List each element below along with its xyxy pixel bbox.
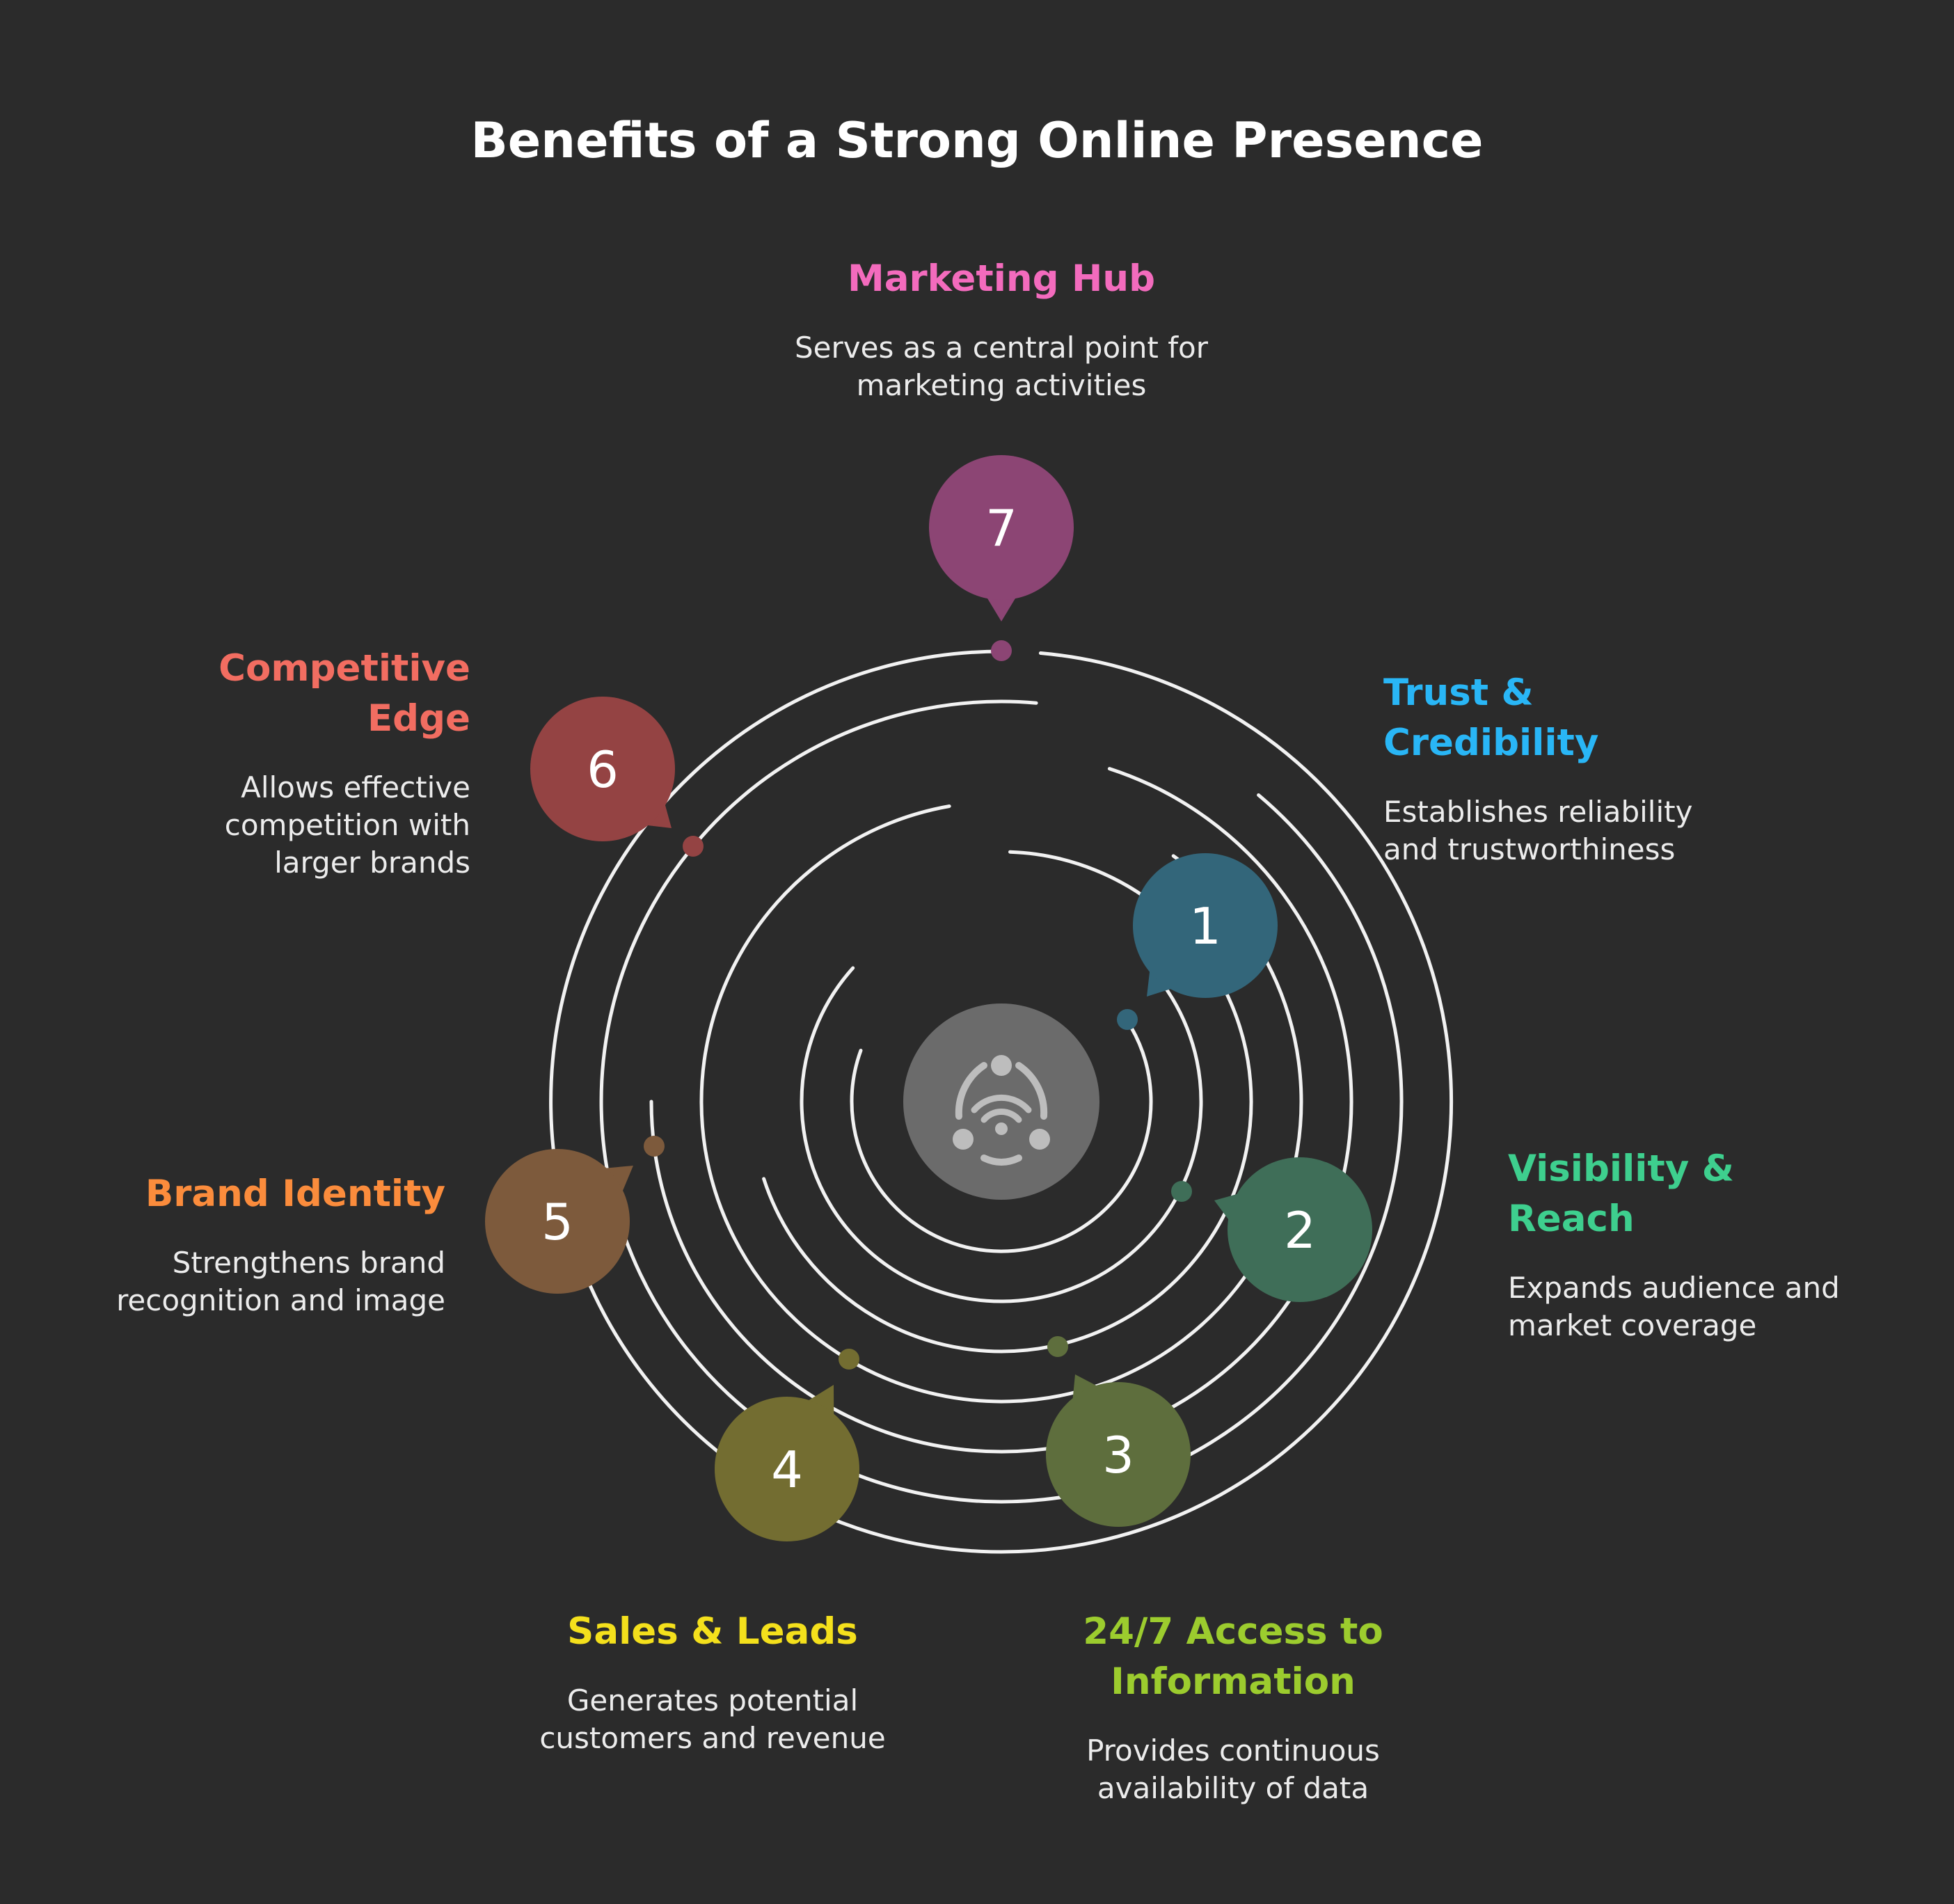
bubble-circle-3 (1046, 1382, 1191, 1527)
benefit-heading-line: Brand Identity (145, 1173, 445, 1215)
benefit-heading-line: Edge (367, 697, 470, 740)
bubble-4: 4 (715, 1385, 859, 1541)
ring-marker-2 (1171, 1181, 1192, 1202)
bubble-5: 5 (485, 1149, 633, 1294)
benefit-heading-line: Information (1111, 1660, 1356, 1703)
bubble-circle-6 (530, 697, 675, 841)
benefit-description-line: larger brands (274, 846, 470, 880)
bubble-number-7: 7 (985, 499, 1017, 557)
bubble-6: 6 (530, 697, 675, 841)
ring-marker-5 (644, 1136, 665, 1157)
benefit-description-line: competition with (225, 808, 470, 842)
bubble-circle-7 (929, 455, 1074, 600)
ring-arc-1 (850, 1025, 1153, 1253)
center-hub (903, 1003, 1099, 1200)
benefit-description-line: Provides continuous (1086, 1734, 1380, 1768)
benefit-description-line: marketing activities (857, 368, 1147, 402)
bubble-circle-1 (1133, 853, 1278, 998)
benefit-heading-line: Marketing Hub (848, 257, 1155, 300)
benefit-heading-line: Credibility (1383, 722, 1598, 764)
benefit-heading-line: Sales & Leads (567, 1610, 858, 1653)
numbered-bubbles: 1 2 3 4 5 6 7 (485, 455, 1372, 1541)
benefit-heading-line: Trust & (1383, 672, 1534, 714)
benefit-description-line: and trustworthiness (1383, 832, 1675, 866)
page-title: Benefits of a Strong Online Presence (470, 112, 1483, 169)
bubble-number-1: 1 (1189, 897, 1221, 955)
ring-arc-5 (649, 767, 1353, 1454)
benefit-description-line: Expands audience and (1508, 1271, 1840, 1305)
bubble-7: 7 (929, 455, 1074, 621)
ring-marker-7 (991, 640, 1012, 661)
ring-marker-4 (839, 1349, 859, 1370)
benefit-description-line: customers and revenue (539, 1721, 885, 1755)
bubble-2: 2 (1214, 1157, 1372, 1302)
benefit-description-line: market coverage (1508, 1308, 1756, 1342)
ring-arc-2 (800, 963, 1203, 1303)
bubble-number-5: 5 (541, 1193, 573, 1251)
bubble-circle-2 (1228, 1157, 1372, 1302)
ring-arc-7 (549, 649, 1453, 1554)
benefit-description-line: Allows effective (241, 770, 470, 804)
network-hub-icon (953, 1055, 1050, 1166)
benefit-description-line: Strengthens brand (173, 1246, 445, 1280)
ring-arc-4 (699, 804, 1303, 1404)
benefit-description-line: Serves as a central point for (795, 331, 1209, 365)
bubble-number-6: 6 (587, 740, 619, 799)
benefit-description-line: recognition and image (116, 1283, 445, 1317)
ring-markers (644, 640, 1192, 1370)
benefit-heading-line: Reach (1508, 1198, 1635, 1240)
benefit-heading-line: Competitive (219, 647, 470, 690)
benefit-description-line: Establishes reliability (1383, 795, 1692, 829)
benefit-heading-line: 24/7 Access to (1083, 1610, 1383, 1653)
benefit-description-line: availability of data (1097, 1771, 1369, 1805)
bubble-circle-5 (485, 1149, 630, 1294)
ring-marker-6 (683, 836, 704, 857)
bubble-1: 1 (1133, 853, 1278, 998)
benefit-description-line: Generates potential (567, 1683, 858, 1717)
bubble-number-4: 4 (771, 1441, 803, 1499)
ring-marker-1 (1117, 1009, 1138, 1030)
bubble-number-3: 3 (1102, 1426, 1134, 1484)
bubble-number-2: 2 (1284, 1201, 1316, 1260)
ring-marker-3 (1047, 1336, 1068, 1357)
bubble-3: 3 (1046, 1374, 1191, 1527)
benefit-heading-line: Visibility & (1508, 1148, 1734, 1190)
bubble-circle-4 (715, 1397, 859, 1541)
